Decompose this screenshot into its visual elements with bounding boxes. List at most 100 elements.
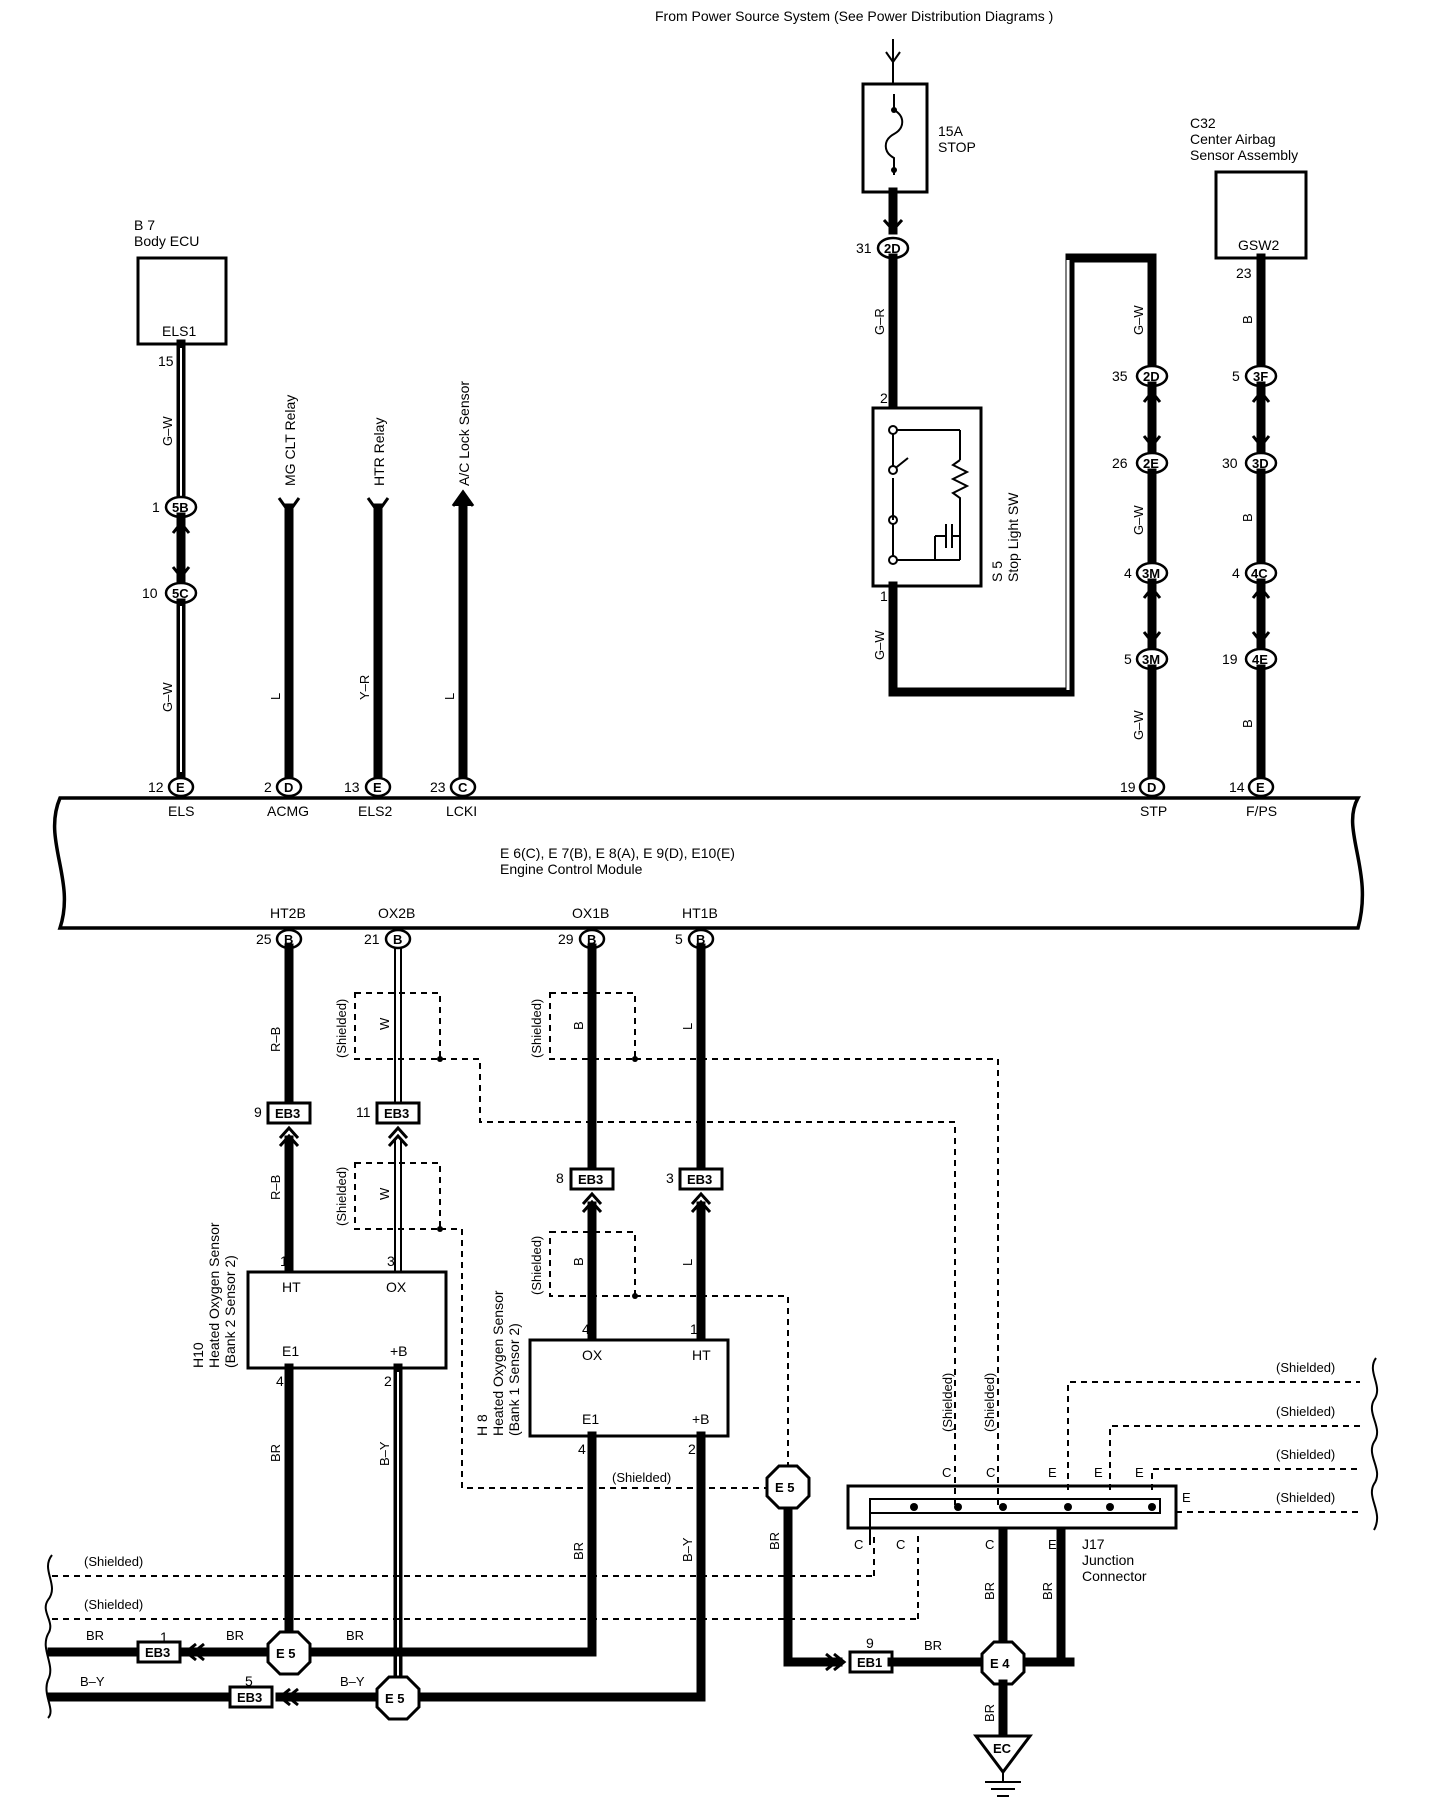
pin-num: 2 [880, 390, 888, 406]
svg-text:5: 5 [675, 931, 683, 947]
arrow-in-icon [277, 497, 301, 515]
connector-eb3-5 [228, 1685, 274, 1709]
junction-term: C [986, 1465, 995, 1480]
h10-sensor-box [246, 1270, 448, 1370]
wire-color: Y–R [357, 675, 372, 700]
wire-color: B [571, 1021, 586, 1030]
shield-label: (Shielded) [1276, 1447, 1335, 1462]
pin-num: 4 [1232, 565, 1240, 581]
svg-text:E 4: E 4 [990, 1656, 1010, 1671]
pin-num: 15 [158, 353, 174, 369]
terminal-label: +B [692, 1411, 710, 1427]
h8-name-2: (Bank 1 Sensor 2) [506, 1323, 522, 1436]
ecm-box [52, 796, 1365, 930]
pin-num: 3 [666, 1170, 674, 1186]
fuse-icon [884, 94, 904, 175]
h10-name-1: Heated Oxygen Sensor [206, 1222, 222, 1368]
arrow-out-icon [451, 489, 475, 507]
ecm-top-pin: 13 E ELS2 [344, 776, 392, 819]
connector-id: 4E [1252, 652, 1268, 667]
pin-num: 2 [688, 1441, 696, 1457]
power-source-label: From Power Source System (See Power Dist… [655, 8, 1053, 24]
wire-color: B–Y [340, 1674, 365, 1689]
fuse-name: STOP [938, 139, 976, 155]
svg-text:F/PS: F/PS [1246, 803, 1277, 819]
svg-text:E: E [1256, 780, 1265, 795]
wire-color: BR [767, 1532, 782, 1550]
shield-label: (Shielded) [529, 999, 544, 1058]
junction-term: E [1048, 1537, 1057, 1552]
svg-text:STP: STP [1140, 803, 1167, 819]
svg-text:B: B [696, 932, 705, 947]
wire-color: BR [982, 1582, 997, 1600]
wire-color: G–W [160, 682, 175, 712]
svg-text:12: 12 [148, 779, 164, 795]
svg-text:E: E [373, 780, 382, 795]
airbag-terminal: GSW2 [1238, 237, 1279, 253]
pin-num: 26 [1112, 455, 1128, 471]
wire-color: R–B [268, 1175, 283, 1200]
terminal-label: HT [282, 1279, 301, 1295]
junction-term: E [1094, 1465, 1103, 1480]
pin-num: 19 [1222, 651, 1238, 667]
connector-eb3-1 [136, 1640, 182, 1664]
svg-text:EC: EC [993, 1741, 1012, 1756]
wire-color: BR [346, 1628, 364, 1643]
svg-text:14: 14 [1229, 779, 1245, 795]
airbag-name-2: Sensor Assembly [1190, 147, 1298, 163]
ground-icon: EC [973, 1734, 1033, 1797]
pin-num: 10 [142, 585, 158, 601]
shield-label: (Shielded) [334, 1167, 349, 1226]
pin-num: 1 [152, 499, 160, 515]
ground-point-e5: E 5 [375, 1675, 421, 1721]
pin-num: 30 [1222, 455, 1238, 471]
ecm-bottom-pin: HT2B 25 B [256, 905, 306, 950]
pin-num: 3 [387, 1253, 395, 1269]
shield-label: (Shielded) [84, 1554, 143, 1569]
svg-text:2: 2 [264, 779, 272, 795]
h10-name-2: (Bank 2 Sensor 2) [222, 1255, 238, 1368]
wire-color: W [377, 1187, 392, 1200]
svg-text:ELS2: ELS2 [358, 803, 392, 819]
connector-id: 4C [1251, 566, 1268, 581]
svg-text:ACMG: ACMG [267, 803, 309, 819]
connector-id: EB1 [857, 1655, 882, 1670]
svg-text:C: C [458, 780, 468, 795]
pin-num: 4 [1124, 565, 1132, 581]
pin-num: 31 [856, 240, 872, 256]
pin-num: 1 [690, 1321, 698, 1337]
shield-label: (Shielded) [529, 1236, 544, 1295]
pin-num: 4 [276, 1373, 284, 1389]
pin-num: 5 [1124, 651, 1132, 667]
connector-eb3-11 [375, 1101, 421, 1125]
ecm-bottom-pin: HT1B 5 B [675, 905, 718, 950]
pin-num: 8 [556, 1170, 564, 1186]
body-ecu-terminal: ELS1 [162, 323, 196, 339]
body-ecu-name: Body ECU [134, 233, 199, 249]
wire-color: L [442, 693, 457, 700]
h8-sensor-box [528, 1338, 730, 1438]
connector-eb3-9 [266, 1101, 312, 1125]
svg-text:E 5: E 5 [276, 1646, 296, 1661]
svg-text:E 5: E 5 [385, 1691, 405, 1706]
svg-text:OX2B: OX2B [378, 905, 415, 921]
junction-term: E [1135, 1465, 1144, 1480]
wire-color: G–W [160, 416, 175, 446]
ecm-top-pin: 23 C LCKI [430, 776, 477, 819]
power-arrow-icon [885, 51, 901, 64]
wire-color: G–W [1131, 710, 1146, 740]
svg-text:21: 21 [364, 931, 380, 947]
airbag-code: C32 [1190, 115, 1216, 131]
h10-code: H10 [190, 1342, 206, 1368]
shield-label: (Shielded) [84, 1597, 143, 1612]
connector-id: EB3 [687, 1172, 712, 1187]
connector-id: 3F [1253, 369, 1268, 384]
pin-num: 4 [578, 1441, 586, 1457]
ground-point-e5: E 5 [266, 1630, 312, 1676]
wire-color: L [680, 1023, 695, 1030]
junction-term: C [985, 1537, 994, 1552]
airbag-name-1: Center Airbag [1190, 131, 1276, 147]
connector-eb3-8 [569, 1167, 615, 1191]
connector-id: 5B [172, 500, 189, 515]
ac-lock-sensor-label: A/C Lock Sensor [456, 381, 472, 486]
